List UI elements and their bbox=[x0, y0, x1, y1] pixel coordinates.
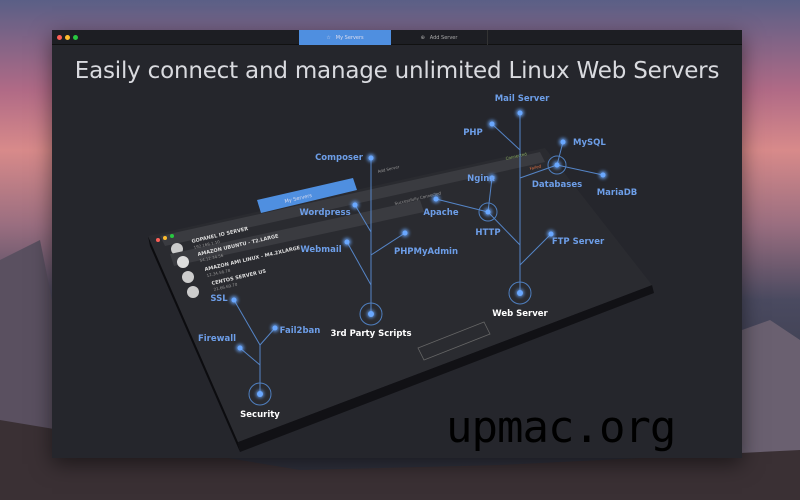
hub-rings bbox=[248, 155, 567, 406]
server-ip: 192.168.1.10 bbox=[193, 239, 221, 250]
label-fail2ban: Fail2ban bbox=[280, 326, 321, 336]
app-preview-toolbar bbox=[160, 152, 545, 246]
label-mysql: MySQL bbox=[573, 138, 606, 148]
preview-action-bar bbox=[417, 321, 491, 361]
label-ssl: SSL bbox=[210, 294, 228, 304]
title-bar: ☆ My Servers ⊕ Add Server bbox=[52, 30, 742, 45]
label-security: Security bbox=[240, 410, 280, 420]
label-php: PHP bbox=[463, 128, 483, 138]
nodes bbox=[230, 109, 607, 398]
star-icon: ☆ bbox=[326, 34, 331, 41]
label-mail-server: Mail Server bbox=[495, 94, 550, 104]
headline: Easily connect and manage unlimited Linu… bbox=[74, 58, 720, 84]
label-composer: Composer bbox=[315, 153, 364, 163]
label-wordpress: Wordpress bbox=[299, 208, 350, 218]
label-webmail: Webmail bbox=[300, 245, 341, 255]
label-mariadb: MariaDB bbox=[597, 188, 638, 198]
server-ip: 54.12.34.56 bbox=[199, 253, 224, 263]
close-button[interactable] bbox=[57, 35, 62, 40]
hub-labels: Web Server 3rd Party Scripts Security bbox=[240, 309, 548, 420]
label-http: HTTP bbox=[475, 228, 500, 238]
label-nginx: Nginx bbox=[467, 174, 495, 184]
label-3rd-party-scripts: 3rd Party Scripts bbox=[330, 329, 411, 339]
node-labels: Mail Server PHP MySQL Databases MariaDB … bbox=[198, 94, 637, 344]
watermark: upmac.org bbox=[446, 402, 676, 453]
server-ip: 12.34.56.78 bbox=[206, 268, 231, 278]
tab-label: Add Server bbox=[429, 34, 458, 41]
label-databases: Databases bbox=[532, 180, 582, 190]
plus-circle-icon: ⊕ bbox=[420, 34, 425, 41]
preview-tab-my-servers bbox=[257, 178, 357, 213]
label-firewall: Firewall bbox=[198, 334, 236, 344]
app-preview-side bbox=[148, 236, 240, 452]
label-ftp-server: FTP Server bbox=[552, 237, 605, 247]
tab-my-servers[interactable]: ☆ My Servers bbox=[299, 30, 391, 45]
label-phpmyadmin: PHPMyAdmin bbox=[394, 247, 458, 257]
status-failed: Failed bbox=[529, 163, 542, 171]
tab-label: My Servers bbox=[335, 34, 364, 41]
server-ip: 21.66.69.70 bbox=[213, 282, 238, 292]
zoom-button[interactable] bbox=[73, 35, 78, 40]
app-preview-bottom bbox=[238, 285, 654, 452]
status-connected: Connected bbox=[505, 151, 528, 161]
preview-add-label: Add Server bbox=[377, 164, 400, 174]
minimize-button[interactable] bbox=[65, 35, 70, 40]
label-apache: Apache bbox=[423, 208, 458, 218]
label-web-server: Web Server bbox=[492, 309, 548, 319]
tab-add-server[interactable]: ⊕ Add Server bbox=[391, 30, 488, 45]
